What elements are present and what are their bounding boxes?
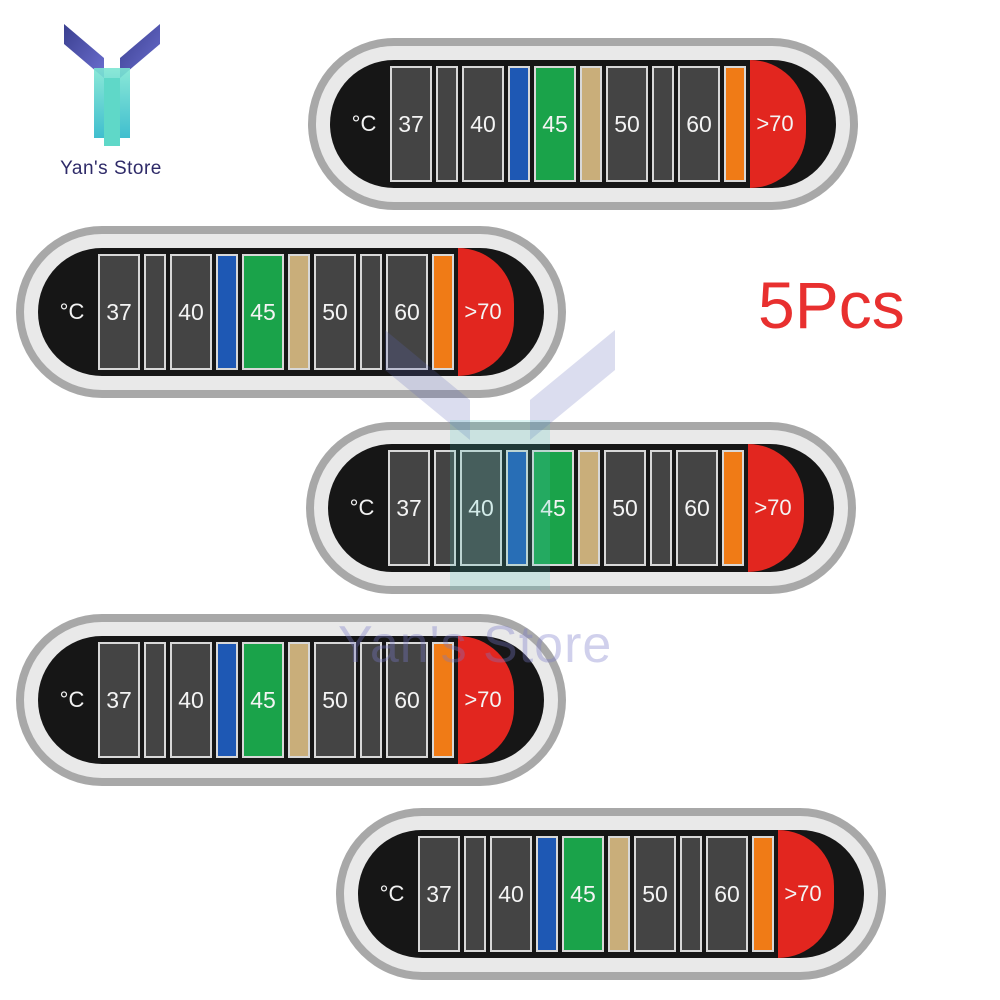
blue-cell (216, 254, 238, 370)
sticker-strip: °C 37 40 45 50 60 >70 (358, 830, 864, 958)
divider-cell (434, 450, 456, 566)
tan-cell (608, 836, 630, 952)
blue-cell (506, 450, 528, 566)
temp-cell-37: 37 (418, 836, 460, 952)
thermometer-sticker-4: °C 37 40 45 50 60 >70 (16, 614, 566, 786)
unit-label: °C (351, 111, 377, 136)
divider-cell (144, 642, 166, 758)
temp-cell-over-70: >70 (748, 444, 804, 572)
temp-cell-50: 50 (634, 836, 676, 952)
unit-label: °C (59, 299, 85, 324)
temp-cell-50: 50 (604, 450, 646, 566)
temp-cell-40: 40 (462, 66, 504, 182)
temp-cell-37: 37 (388, 450, 430, 566)
sticker-strip: °C 37 40 45 50 60 >70 (328, 444, 834, 572)
unit-label: °C (59, 687, 85, 712)
tan-cell (578, 450, 600, 566)
temp-cell-60: 60 (386, 254, 428, 370)
store-brand-text: Yan's Store (60, 158, 162, 179)
temp-cell-60: 60 (678, 66, 720, 182)
temp-cell-over-70: >70 (778, 830, 834, 958)
orange-cell (432, 254, 454, 370)
divider-cell (680, 836, 702, 952)
divider-cell (650, 450, 672, 566)
orange-cell (432, 642, 454, 758)
blue-cell (508, 66, 530, 182)
thermometer-sticker-1: °C 37 40 45 50 60 >70 (308, 38, 858, 210)
sticker-strip: °C 37 40 45 50 60 >70 (330, 60, 836, 188)
temp-cell-over-70: >70 (458, 636, 514, 764)
sticker-strip: °C 37 40 45 50 60 >70 (38, 248, 544, 376)
temp-cell-40: 40 (170, 642, 212, 758)
temp-cell-over-70: >70 (458, 248, 514, 376)
unit-label: °C (349, 495, 375, 520)
divider-cell (436, 66, 458, 182)
divider-cell (144, 254, 166, 370)
temp-cell-37: 37 (98, 642, 140, 758)
temp-cell-50: 50 (606, 66, 648, 182)
temp-cell-50: 50 (314, 642, 356, 758)
divider-cell (652, 66, 674, 182)
divider-cell (464, 836, 486, 952)
sticker-strip: °C 37 40 45 50 60 >70 (38, 636, 544, 764)
tan-cell (288, 642, 310, 758)
store-logo-icon (64, 24, 160, 146)
temp-cell-40: 40 (490, 836, 532, 952)
thermometer-sticker-5: °C 37 40 45 50 60 >70 (336, 808, 886, 980)
temp-cell-40: 40 (460, 450, 502, 566)
tan-cell (580, 66, 602, 182)
orange-cell (752, 836, 774, 952)
temp-cell-60: 60 (386, 642, 428, 758)
temp-cell-60: 60 (676, 450, 718, 566)
temp-cell-45: 45 (532, 450, 574, 566)
orange-cell (722, 450, 744, 566)
temp-cell-over-70: >70 (750, 60, 806, 188)
orange-cell (724, 66, 746, 182)
divider-cell (360, 254, 382, 370)
temp-cell-45: 45 (534, 66, 576, 182)
blue-cell (216, 642, 238, 758)
store-logo: Yan's Store (36, 18, 186, 179)
temp-cell-37: 37 (98, 254, 140, 370)
temp-cell-40: 40 (170, 254, 212, 370)
divider-cell (360, 642, 382, 758)
temp-cell-45: 45 (562, 836, 604, 952)
temp-cell-37: 37 (390, 66, 432, 182)
tan-cell (288, 254, 310, 370)
thermometer-sticker-3: °C 37 40 45 50 60 >70 (306, 422, 856, 594)
blue-cell (536, 836, 558, 952)
unit-label: °C (379, 881, 405, 906)
quantity-label: 5Pcs (758, 268, 905, 342)
temp-cell-60: 60 (706, 836, 748, 952)
temp-cell-45: 45 (242, 642, 284, 758)
temp-cell-45: 45 (242, 254, 284, 370)
thermometer-sticker-2: °C 37 40 45 50 60 >70 (16, 226, 566, 398)
temp-cell-50: 50 (314, 254, 356, 370)
